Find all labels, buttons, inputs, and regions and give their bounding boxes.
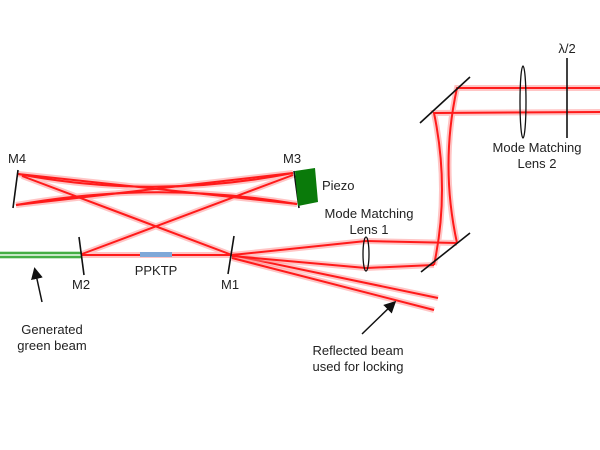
mirror-m4 — [12, 169, 19, 209]
piezo-actuator — [295, 168, 318, 206]
mirror-m1 — [227, 235, 235, 275]
mirror-m2 — [78, 236, 85, 276]
label-reflected-line2: used for locking — [312, 359, 403, 374]
steering-mirror-lower — [420, 232, 471, 273]
label-piezo: Piezo — [322, 178, 355, 193]
label-half-wave-plate: λ/2 — [558, 41, 575, 56]
label-lens2-line2: Lens 2 — [517, 156, 556, 171]
label-m2: M2 — [72, 277, 90, 292]
label-reflected-line1: Reflected beam — [312, 343, 403, 358]
green-beam-arrow — [31, 267, 43, 303]
mode-matching-lens-1 — [362, 236, 370, 272]
label-m1: M1 — [221, 277, 239, 292]
green-beam — [0, 251, 82, 259]
label-lens1-line2: Lens 1 — [349, 222, 388, 237]
label-lens2-line1: Mode Matching — [493, 140, 582, 155]
label-green-line1: Generated — [21, 322, 82, 337]
label-lens1-line1: Mode Matching — [325, 206, 414, 221]
mode-matching-lens-2 — [519, 65, 527, 139]
label-m4: M4 — [8, 151, 26, 166]
label-m3: M3 — [283, 151, 301, 166]
label-green-line2: green beam — [17, 338, 86, 353]
output-beams — [231, 85, 600, 313]
label-ppktp: PPKTP — [135, 263, 178, 278]
reflected-beam-arrow — [361, 300, 397, 335]
ppktp-crystal — [140, 252, 172, 257]
steering-mirror-upper — [419, 76, 471, 124]
